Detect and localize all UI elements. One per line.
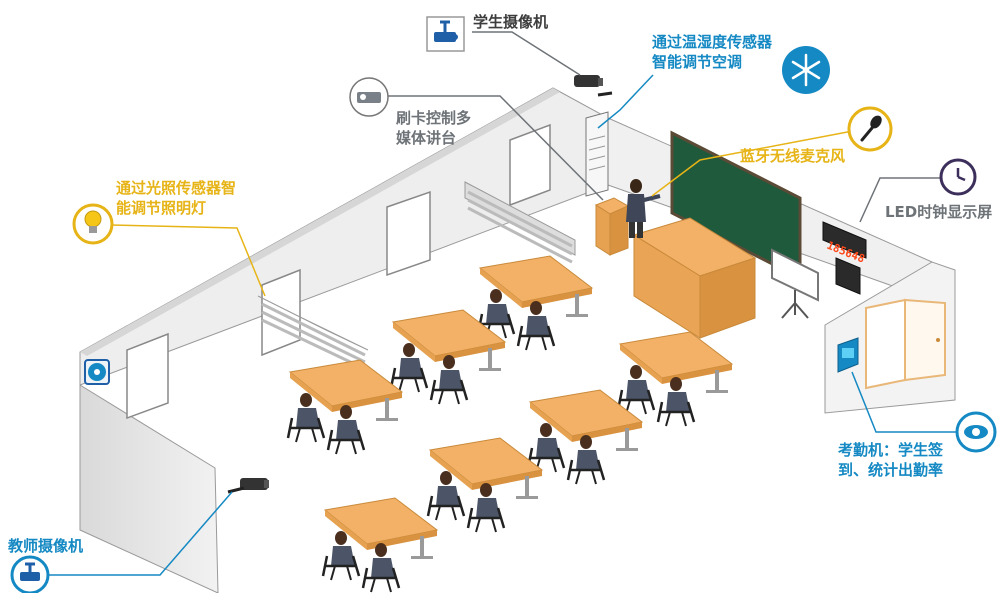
connector-mic [651,129,859,197]
connector-teacher-camera [40,491,233,576]
connector-led-clock [859,177,940,223]
left-wall [79,384,219,593]
connector-light [109,224,266,297]
student-camera-device [574,75,613,97]
label-attendance: 考勤机：学生签 到、统计出勤率 [838,441,944,479]
projector-icon [349,77,389,117]
student-desk-group-5 [526,388,644,486]
clock-icon [939,158,977,196]
student-desk-group-7 [321,496,439,593]
window-4 [509,123,551,207]
podium [594,197,630,256]
student-desk-group-3 [286,358,404,456]
ceiling-light-left [257,295,369,371]
attendance-machine [837,337,859,373]
window-3 [386,190,431,277]
label-light-sensor: 通过光照传感器智 能调节照明灯 [116,179,237,217]
label-student-camera: 学生摄像机 [473,13,549,31]
projection-screen [771,248,819,319]
window-1 [126,332,169,420]
connector-attendance [851,371,956,433]
classroom-door [865,298,946,390]
wall-tablet [835,257,861,295]
teacher-camera-device [227,478,269,494]
teacher-figure [626,179,661,238]
teacher-camera-icon [10,555,50,593]
student-camera-icon [426,16,465,52]
snowflake-icon [782,46,830,94]
led-clock-display: 185648 [822,221,867,266]
wall-fan [84,359,110,385]
wall-top-edge [80,88,560,356]
student-desk-group-4 [616,330,734,428]
light-bulb-icon [72,203,114,245]
microphone-icon [847,106,893,152]
label-teacher-camera: 教师摄像机 [8,537,84,555]
teacher-desk [632,217,757,339]
eye-icon [955,411,997,453]
connector-card-podium [378,95,604,201]
label-climate-sensor: 通过温湿度传感器 智能调节空调 [652,33,773,71]
connector-student-camera [472,31,581,76]
connector-climate [597,74,654,129]
label-card-podium: 刷卡控制多 媒体讲台 [396,109,472,147]
ceiling-light-right [464,181,576,264]
air-conditioner [585,111,609,197]
label-bluetooth-mic: 蓝牙无线麦克风 [740,147,846,165]
label-led-clock: LED时钟显示屏 [885,203,993,221]
student-desk-group-6 [426,436,544,534]
